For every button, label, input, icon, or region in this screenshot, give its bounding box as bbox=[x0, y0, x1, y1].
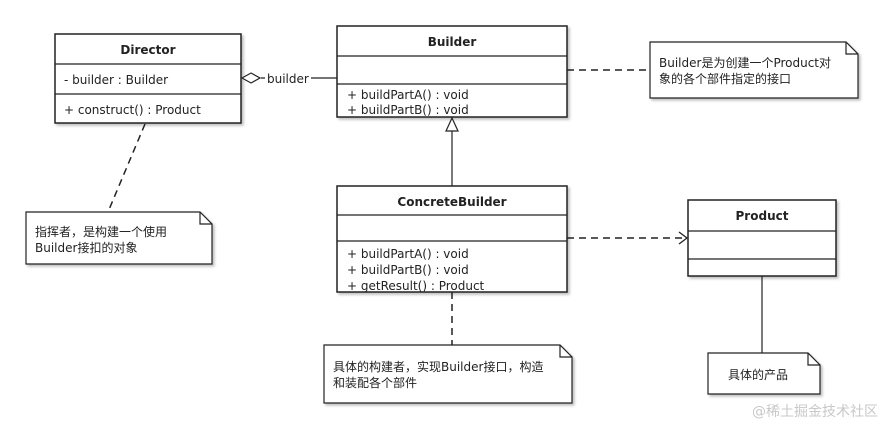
aggregation-director-builder: builder bbox=[240, 70, 337, 86]
concrete-builder-note: 具体的构建者，实现Builder接口，构造 和装配各个部件 bbox=[323, 292, 573, 404]
concrete-builder-note-line-1: 具体的构建者，实现Builder接口，构造 bbox=[333, 359, 543, 374]
director-name: Director bbox=[120, 43, 175, 57]
concrete-builder-class[interactable]: ConcreteBuilder + buildPartA() : void + … bbox=[336, 185, 568, 293]
product-class[interactable]: Product bbox=[687, 199, 837, 277]
builder-note-line-2: 象的各个部件指定的接口 bbox=[659, 71, 791, 86]
builder-operation-b: + buildPartB() : void bbox=[347, 103, 469, 117]
builder-note: Builder是为创建一个Product对 象的各个部件指定的接口 bbox=[567, 41, 859, 99]
concrete-builder-name: ConcreteBuilder bbox=[397, 195, 506, 209]
builder-name: Builder bbox=[428, 35, 477, 49]
product-name: Product bbox=[736, 209, 789, 223]
director-class[interactable]: Director - builder : Builder + construct… bbox=[54, 33, 242, 124]
generalization-concrete-to-builder bbox=[445, 116, 459, 186]
director-note: 指挥者，是构建一个使用 Builder接扣的对象 bbox=[25, 123, 213, 265]
builder-operation-a: + buildPartA() : void bbox=[347, 88, 469, 102]
concrete-builder-operation-a: + buildPartA() : void bbox=[347, 247, 469, 261]
builder-class[interactable]: Builder + buildPartA() : void + buildPar… bbox=[336, 25, 568, 118]
product-note: 具体的产品 bbox=[707, 276, 821, 395]
builder-note-line-1: Builder是为创建一个Product对 bbox=[659, 56, 831, 70]
dependency-concrete-to-product bbox=[567, 231, 689, 245]
concrete-builder-operation-result: + getResult() : Product bbox=[347, 279, 485, 293]
aggregation-label: builder bbox=[267, 72, 309, 86]
director-operation: + construct() : Product bbox=[64, 103, 201, 117]
concrete-builder-operation-b: + buildPartB() : void bbox=[347, 263, 469, 277]
director-note-line-1: 指挥者，是构建一个使用 bbox=[35, 224, 167, 239]
director-note-line-2: Builder接扣的对象 bbox=[35, 240, 137, 255]
concrete-builder-note-line-2: 和装配各个部件 bbox=[333, 375, 417, 390]
director-attribute: - builder : Builder bbox=[64, 73, 168, 87]
watermark: @稀土掘金技术社区 bbox=[752, 404, 878, 420]
product-note-line-1: 具体的产品 bbox=[728, 367, 788, 382]
